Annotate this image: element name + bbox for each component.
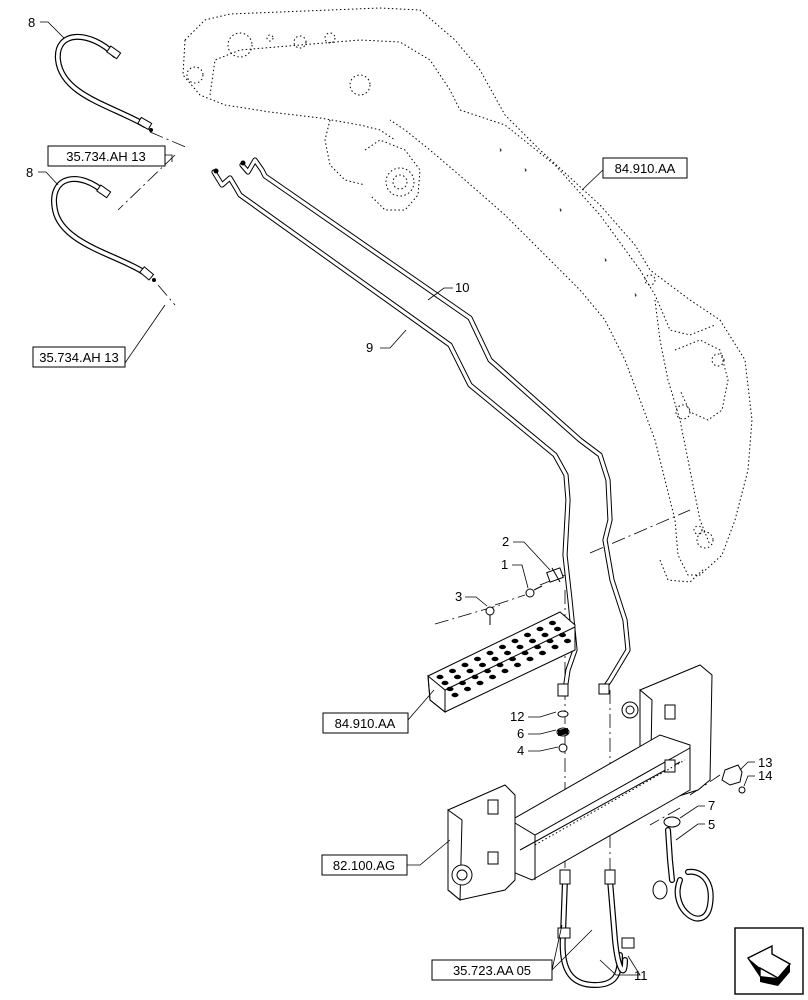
callout-8-upper: 8 bbox=[28, 15, 35, 30]
ref-step-label: 84.910.AA bbox=[335, 716, 396, 731]
hose-11-pair[interactable] bbox=[557, 869, 635, 988]
callout-8-lower: 8 bbox=[26, 165, 33, 180]
step-plate[interactable] bbox=[427, 611, 576, 714]
coupler-frame[interactable] bbox=[447, 664, 713, 902]
step-hole bbox=[441, 680, 449, 686]
tube-10-fitting bbox=[598, 683, 610, 695]
step-hole bbox=[476, 680, 484, 686]
step-hole bbox=[526, 656, 534, 662]
callout-10: 10 bbox=[455, 280, 469, 295]
ref-box-frame[interactable]: 84.910.AA bbox=[602, 157, 688, 179]
callout-9: 9 bbox=[366, 340, 373, 355]
ref-frame-label: 84.910.AA bbox=[615, 161, 676, 176]
hose-8-lower[interactable] bbox=[51, 176, 156, 282]
ref-hose-mid-label: 35.734.AH 13 bbox=[39, 350, 119, 365]
step-hole bbox=[451, 692, 459, 698]
tube-9-fitting bbox=[557, 683, 569, 697]
callout-2: 2 bbox=[502, 534, 509, 549]
step-hole bbox=[484, 668, 491, 674]
step-hole bbox=[514, 662, 521, 668]
o-ring-12[interactable] bbox=[557, 710, 569, 718]
step-hole bbox=[529, 638, 536, 644]
tube-clamp-2[interactable] bbox=[546, 567, 564, 583]
leader-lines bbox=[38, 21, 755, 976]
step-hole bbox=[449, 668, 456, 674]
step-hole bbox=[534, 644, 541, 650]
step-hole bbox=[504, 650, 511, 656]
step-hole bbox=[471, 674, 479, 680]
step-hole bbox=[491, 656, 499, 662]
ref-box-step[interactable]: 84.910.AA bbox=[322, 712, 409, 734]
step-hole bbox=[489, 674, 496, 680]
step-hole bbox=[516, 644, 524, 650]
step-hole bbox=[564, 638, 571, 644]
ref-coupler-label: 82.100.AG bbox=[333, 858, 395, 873]
step-hole bbox=[551, 644, 559, 650]
step-hole bbox=[436, 674, 444, 680]
fitting-6[interactable] bbox=[556, 727, 570, 737]
ref-box-hose-mid[interactable]: 35.734.AH 13 bbox=[32, 346, 126, 368]
step-hole bbox=[539, 650, 546, 656]
tube-10[interactable] bbox=[239, 157, 631, 695]
step-hole bbox=[499, 644, 506, 650]
callout-1: 1 bbox=[501, 557, 508, 572]
step-hole bbox=[496, 662, 504, 668]
step-hole bbox=[466, 668, 474, 674]
callout-3: 3 bbox=[455, 589, 462, 604]
hose-8-upper[interactable] bbox=[54, 33, 153, 132]
step-hole bbox=[549, 620, 556, 626]
callout-numbers: 8 8 10 9 2 1 3 12 6 4 13 14 7 5 11 bbox=[26, 15, 772, 983]
step-hole bbox=[521, 650, 529, 656]
nut-4[interactable] bbox=[558, 743, 568, 753]
callout-7: 7 bbox=[708, 798, 715, 813]
step-hole bbox=[501, 668, 509, 674]
callout-12: 12 bbox=[510, 709, 524, 724]
step-hole bbox=[541, 632, 549, 638]
tube-9[interactable] bbox=[211, 169, 578, 697]
step-hole bbox=[454, 674, 461, 680]
step-hole bbox=[486, 650, 494, 656]
step-hole bbox=[536, 626, 544, 632]
step-hole bbox=[511, 638, 519, 644]
bolt-3[interactable] bbox=[485, 606, 495, 625]
step-hole bbox=[559, 632, 566, 638]
step-hole bbox=[509, 656, 516, 662]
bracket-13[interactable] bbox=[721, 764, 743, 786]
clamp-7[interactable] bbox=[663, 816, 681, 828]
hose-5[interactable] bbox=[652, 827, 714, 922]
step-hole bbox=[546, 638, 554, 644]
callout-14: 14 bbox=[758, 768, 772, 783]
ref-box-hose-top[interactable]: 35.734.AH 13 bbox=[47, 145, 166, 167]
loader-arm-outline bbox=[182, 7, 753, 583]
ref-box-coupler[interactable]: 82.100.AG bbox=[321, 854, 408, 876]
step-hole bbox=[554, 626, 561, 632]
callout-11: 11 bbox=[634, 968, 648, 983]
bolt-1[interactable] bbox=[525, 585, 543, 598]
next-page-arrow-icon[interactable] bbox=[734, 927, 804, 995]
callout-5: 5 bbox=[708, 817, 715, 832]
ref-bottom-hoses-label: 35.723.AA 05 bbox=[453, 963, 531, 978]
ref-box-bottom-hoses[interactable]: 35.723.AA 05 bbox=[431, 959, 553, 981]
step-hole bbox=[446, 686, 454, 692]
step-hole bbox=[524, 632, 531, 638]
bolt-14[interactable] bbox=[738, 786, 746, 794]
callout-13: 13 bbox=[758, 755, 772, 770]
step-hole bbox=[479, 662, 486, 668]
step-hole bbox=[464, 686, 471, 692]
step-hole bbox=[459, 680, 466, 686]
callout-6: 6 bbox=[517, 726, 524, 741]
callout-4: 4 bbox=[517, 743, 524, 758]
step-hole bbox=[461, 662, 469, 668]
step-hole bbox=[474, 656, 481, 662]
ref-hose-top-label: 35.734.AH 13 bbox=[66, 149, 146, 164]
